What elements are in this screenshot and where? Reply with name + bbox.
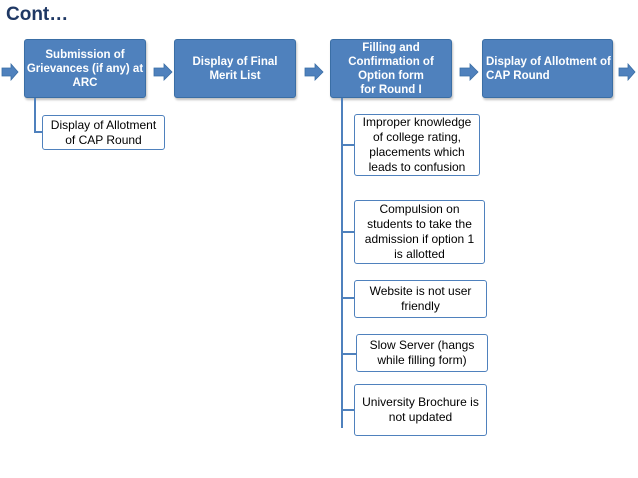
issue-item: University Brochure is not updated [354,384,487,436]
arrow-right-icon [304,63,324,81]
arrow-right-icon [618,63,636,81]
issue-item: Slow Server (hangs while filling form) [356,334,488,372]
arrow-right-icon [153,63,173,81]
connector-line [34,98,36,132]
connector-line [341,297,354,299]
connector-line [341,353,356,355]
flow-step-grievances: Submission of Grievances (if any) at ARC [24,39,146,98]
page-title: Cont… [6,4,69,25]
connector-line [341,231,354,233]
arrow-right-icon [459,63,479,81]
flow-step-allotment-display: Display of Allotment of CAP Round [482,39,613,98]
issue-item: Compulsion on students to take the admis… [354,200,485,264]
issue-item: Improper knowledge of college rating, pl… [354,114,480,176]
flow-step-final-merit-list: Display of Final Merit List [174,39,296,98]
connector-line [341,409,354,411]
connector-line [341,98,343,428]
issue-item: Website is not user friendly [354,280,487,318]
connector-line [34,131,42,133]
arrow-right-icon [1,63,19,81]
sub-step-allotment: Display of Allotment of CAP Round [42,115,165,150]
connector-line [341,144,354,146]
flow-step-option-form: Filling and Confirmation of Option form … [330,39,452,98]
